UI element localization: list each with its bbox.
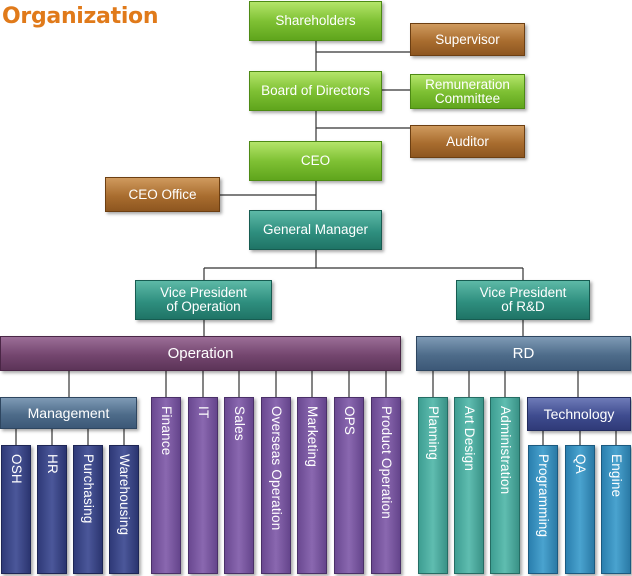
product-operation-node: Product Operation	[371, 397, 401, 574]
it-node: IT	[188, 397, 218, 574]
planning-node: Planning	[418, 397, 448, 574]
programming-node: Programming	[528, 445, 558, 574]
supervisor-node: Supervisor	[410, 23, 525, 56]
sales-node: Sales	[224, 397, 254, 574]
auditor-node: Auditor	[410, 125, 525, 158]
finance-node: Finance	[151, 397, 181, 574]
board-of-directors-node: Board of Directors	[249, 71, 382, 111]
remuneration-committee-node: Remuneration Committee	[410, 74, 525, 109]
vp-operation-node: Vice President of Operation	[135, 280, 272, 320]
shareholders-node: Shareholders	[249, 1, 382, 41]
operation-bar: Operation	[0, 336, 401, 371]
osh-label: OSH	[9, 454, 24, 484]
it-label: IT	[196, 406, 211, 419]
overseas-operation-label: Overseas Operation	[269, 406, 284, 531]
administration-label: Administration	[498, 406, 513, 495]
engine-label: Engine	[609, 454, 624, 498]
hr-label: HR	[45, 454, 60, 474]
administration-node: Administration	[490, 397, 520, 574]
overseas-operation-node: Overseas Operation	[261, 397, 291, 574]
sales-label: Sales	[232, 406, 247, 441]
purchasing-node: Purchasing	[73, 445, 103, 574]
ceo-office-node: CEO Office	[105, 177, 220, 212]
technology-node: Technology	[527, 397, 631, 431]
programming-label: Programming	[536, 454, 551, 538]
page-title: Organization	[2, 4, 159, 29]
product-operation-label: Product Operation	[379, 406, 394, 519]
finance-label: Finance	[159, 406, 174, 456]
marketing-node: Marketing	[297, 397, 327, 574]
general-manager-node: General Manager	[249, 210, 382, 250]
warehousing-node: Warehousing	[109, 445, 139, 574]
art-design-label: Art Design	[462, 406, 477, 472]
hr-node: HR	[37, 445, 67, 574]
vp-rd-node: Vice President of R&D	[456, 280, 590, 320]
qa-label: QA	[573, 454, 588, 474]
art-design-node: Art Design	[454, 397, 484, 574]
ceo-node: CEO	[249, 141, 382, 181]
qa-node: QA	[565, 445, 595, 574]
planning-label: Planning	[426, 406, 441, 461]
ops-node: OPS	[334, 397, 364, 574]
warehousing-label: Warehousing	[117, 454, 132, 536]
osh-node: OSH	[1, 445, 31, 574]
ops-label: OPS	[342, 406, 357, 436]
marketing-label: Marketing	[305, 406, 320, 468]
engine-node: Engine	[601, 445, 631, 574]
management-node: Management	[0, 397, 137, 429]
purchasing-label: Purchasing	[81, 454, 96, 524]
rd-bar: RD	[416, 336, 631, 371]
